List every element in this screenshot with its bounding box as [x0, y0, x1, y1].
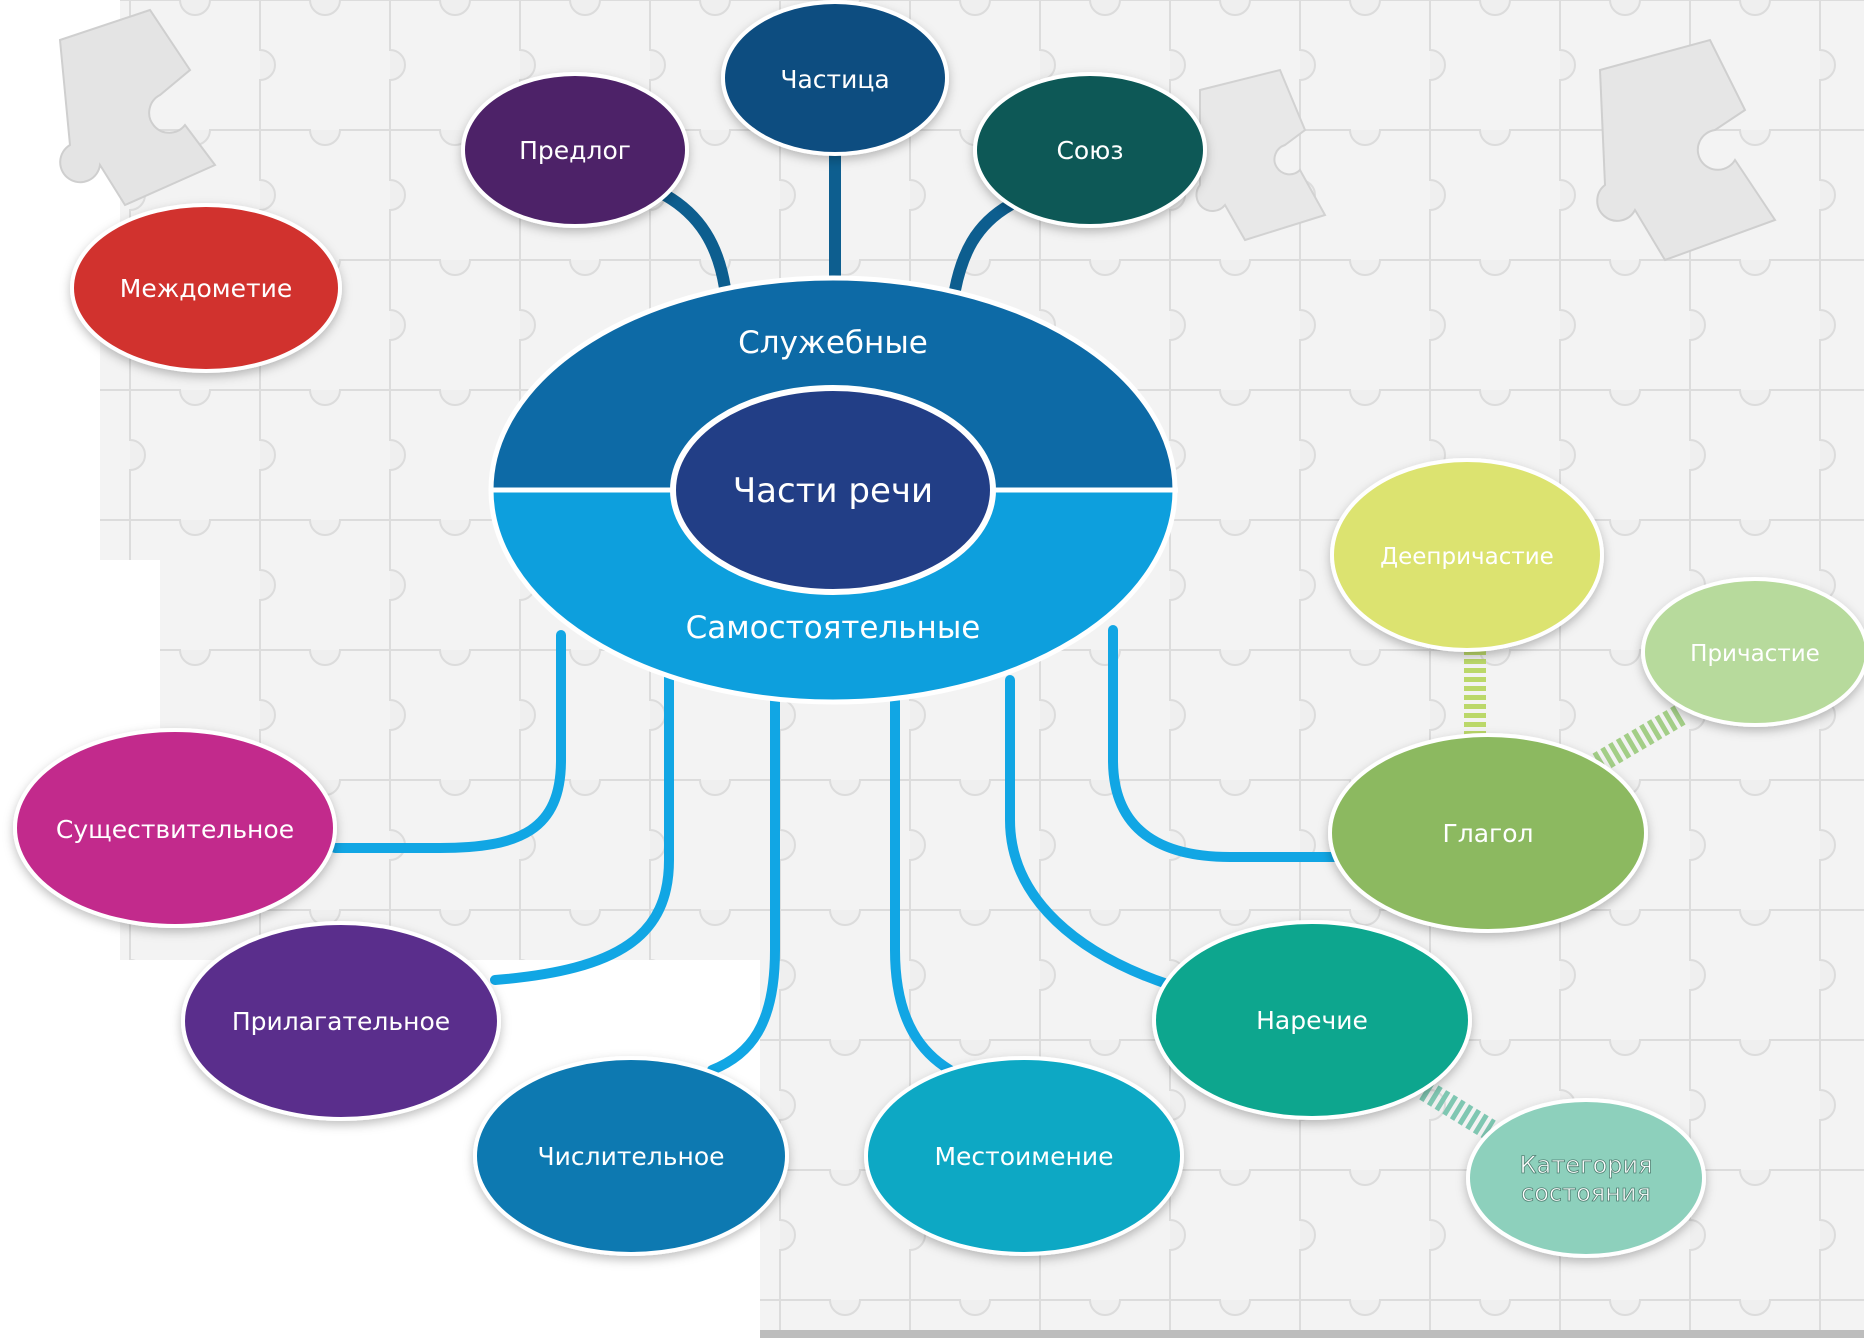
node-label: Прилагательное [232, 1007, 450, 1036]
node-soyuz: Союз [973, 72, 1207, 228]
connector-prilagatelnoe [490, 665, 674, 985]
connector-predlog [659, 189, 731, 294]
center-circle [670, 385, 996, 595]
puzzle-piece-icon [1596, 38, 1777, 262]
node-label: Междометие [120, 274, 293, 303]
connector-kategoriya [1419, 1080, 1496, 1140]
connector-soyuz [949, 199, 1016, 296]
node-chastitsa: Частица [721, 0, 949, 156]
node-label: Числительное [537, 1142, 724, 1171]
connector-narechie [1005, 675, 1175, 990]
node-mestoimenie: Местоимение [864, 1056, 1184, 1256]
node-narechie: Наречие [1152, 920, 1472, 1120]
node-prilagatelnoe: Прилагательное [181, 921, 501, 1121]
node-prichastie: Причастие [1641, 577, 1864, 727]
node-deeprichastie: Деепричастие [1330, 458, 1604, 652]
center-label: Части речи [733, 471, 933, 511]
connector-sushchestvitelnoe [330, 630, 566, 853]
node-predlog: Предлог [461, 72, 689, 228]
independent-connectors [330, 625, 1345, 1075]
node-chislitelnoe: Числительное [473, 1056, 789, 1256]
node-label: Причастие [1690, 641, 1820, 667]
sub-connectors [1419, 650, 1686, 1140]
node-label: Местоимение [934, 1142, 1113, 1171]
service-label: Служебные [738, 325, 928, 361]
connector-prichastie [1589, 705, 1686, 775]
node-label: Деепричастие [1380, 544, 1554, 570]
node-mezhdometie: Междометие [70, 203, 342, 373]
connector-mestoimenie [890, 685, 955, 1075]
node-label-line2: состояния [1521, 1179, 1651, 1207]
node-label-line1: Категория [1519, 1151, 1652, 1179]
node-label: Предлог [519, 136, 631, 165]
node-label: Союз [1056, 136, 1123, 165]
node-label: Существительное [56, 815, 294, 844]
node-kategoriya: Категория состояния [1466, 1098, 1706, 1258]
node-sushchestvitelnoe: Существительное [13, 728, 337, 928]
connector-glagol [1108, 625, 1345, 862]
node-label: Частица [780, 65, 889, 94]
node-glagol: Глагол [1328, 733, 1648, 933]
puzzle-piece-icon [58, 8, 217, 207]
connector-chislitelnoe [707, 685, 780, 1075]
independent-label: Самостоятельные [686, 610, 981, 646]
service-connectors [659, 144, 1016, 296]
node-label: Глагол [1443, 819, 1534, 848]
node-label: Наречие [1256, 1006, 1368, 1035]
puzzle-piece-icon [1195, 68, 1327, 242]
